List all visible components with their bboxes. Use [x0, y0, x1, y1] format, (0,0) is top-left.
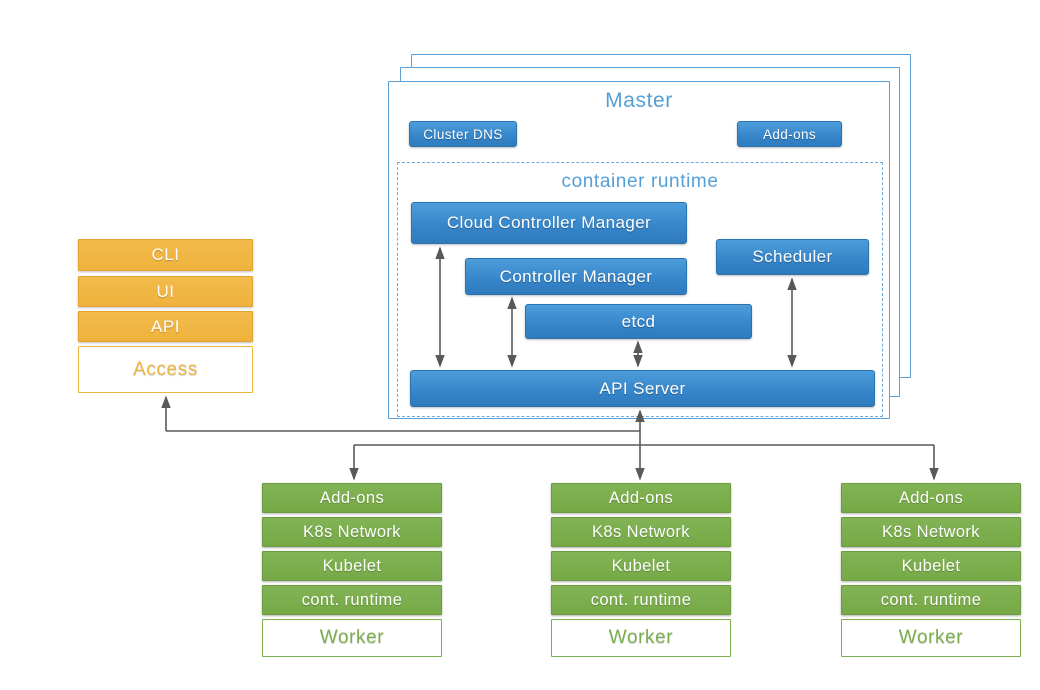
worker-row: Add-ons [262, 483, 442, 513]
worker-row: K8s Network [841, 517, 1021, 547]
worker-row: K8s Network [262, 517, 442, 547]
worker-label-box: Worker [551, 619, 731, 657]
api-server-box: API Server [410, 370, 875, 407]
access-item-ui: UI [78, 276, 253, 307]
worker-row: K8s Network [551, 517, 731, 547]
access-item-cli: CLI [78, 239, 253, 271]
addons-master-box: Add-ons [737, 121, 842, 147]
container-runtime-title: container runtime [561, 171, 719, 192]
worker-row: Add-ons [551, 483, 731, 513]
cloud-controller-manager-box: Cloud Controller Manager [411, 202, 687, 244]
master-title: Master [605, 89, 673, 112]
worker-row: cont. runtime [262, 585, 442, 615]
worker-row: Kubelet [262, 551, 442, 581]
etcd-box: etcd [525, 304, 752, 339]
worker-label-box: Worker [262, 619, 442, 657]
controller-manager-box: Controller Manager [465, 258, 687, 295]
access-label-box: Access [78, 346, 253, 393]
worker-row: cont. runtime [841, 585, 1021, 615]
access-item-api: API [78, 311, 253, 342]
worker-row: Kubelet [551, 551, 731, 581]
worker-label-box: Worker [841, 619, 1021, 657]
worker-row: Add-ons [841, 483, 1021, 513]
worker-row: Kubelet [841, 551, 1021, 581]
worker-row: cont. runtime [551, 585, 731, 615]
cluster-dns-box: Cluster DNS [409, 121, 517, 147]
scheduler-box: Scheduler [716, 239, 869, 275]
